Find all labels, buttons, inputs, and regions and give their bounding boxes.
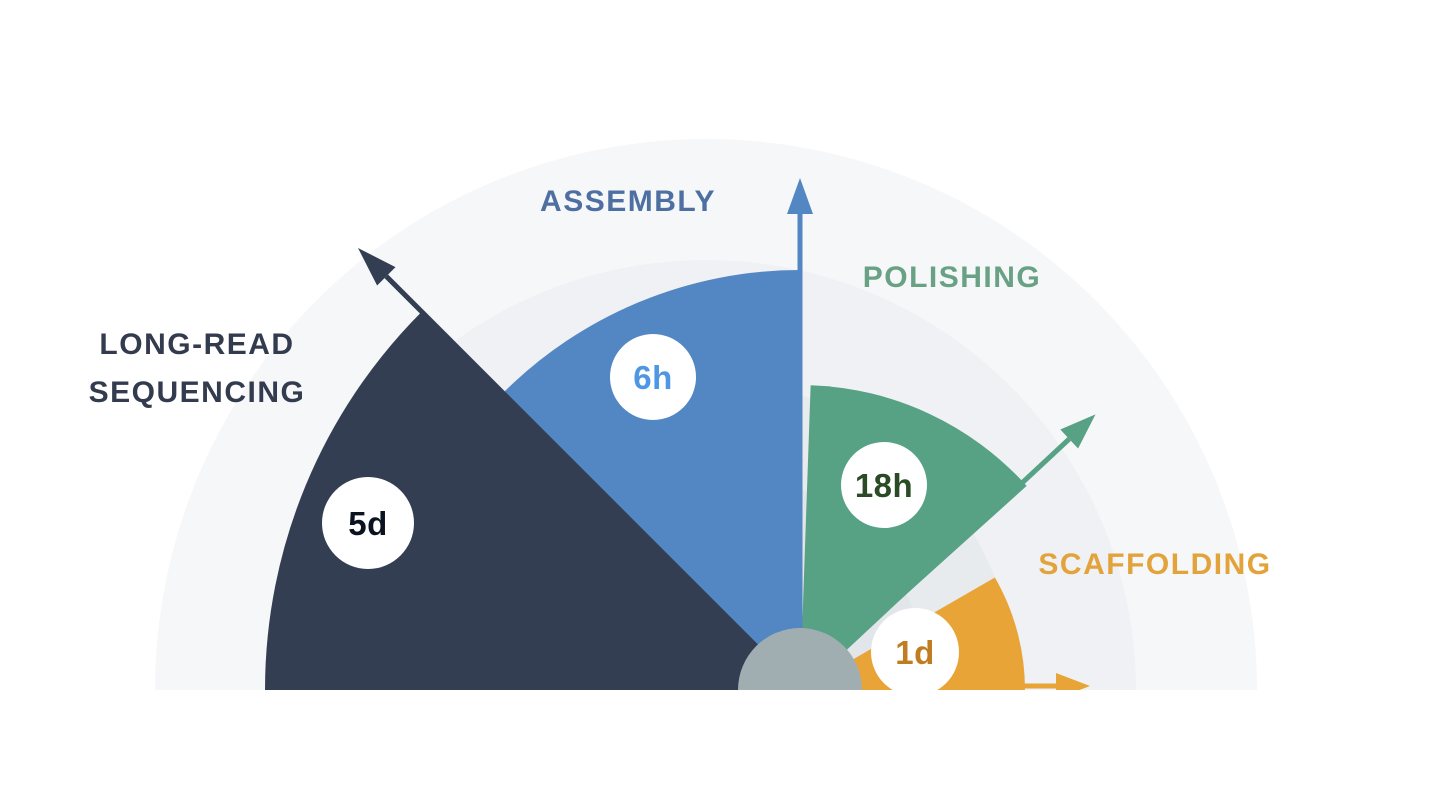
badge-long-read-value: 5d (348, 505, 388, 542)
badge-polishing (841, 442, 927, 528)
sector-long-read-sequencing (265, 311, 800, 690)
label-long-read-line1: LONG-READ (99, 328, 294, 361)
label-polishing: POLISHING (863, 261, 1042, 294)
long-read-arrow-shaft (384, 274, 802, 692)
badge-scaffolding (871, 608, 959, 696)
label-assembly: ASSEMBLY (540, 185, 716, 218)
polishing-arrowhead-icon (1060, 414, 1096, 449)
badge-assembly (610, 334, 696, 420)
sector-assembly (503, 270, 800, 690)
badge-scaffolding-value: 1d (895, 634, 935, 671)
baseline-mask (0, 690, 1440, 810)
label-scaffolding: SCAFFOLDING (1038, 548, 1271, 581)
badge-assembly-value: 6h (633, 359, 673, 396)
long-read-arrowhead-icon (358, 248, 396, 286)
badge-long-read (322, 477, 414, 569)
badge-polishing-value: 18h (855, 467, 913, 504)
label-long-read-line2: SEQUENCING (89, 376, 306, 409)
assembly-arrowhead-icon (787, 178, 813, 214)
